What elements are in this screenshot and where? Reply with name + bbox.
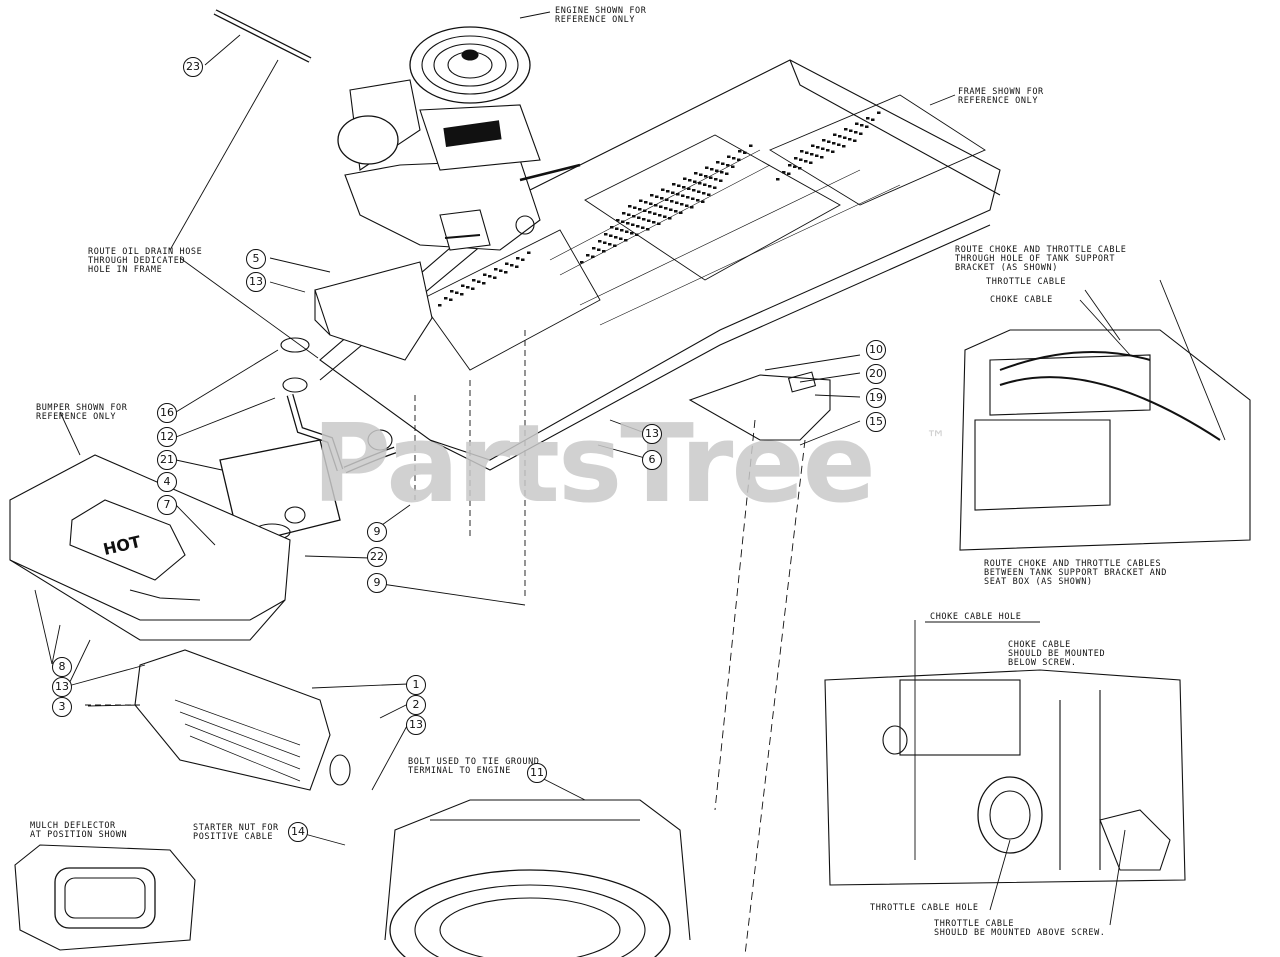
oil-drain-hose [213,9,312,63]
heat-shield-bracket [280,261,433,361]
note-route-cables-top: ROUTE CHOKE AND THROTTLE CABLE THROUGH H… [955,245,1127,273]
note-throttle-cable-hole: THROTTLE CABLE HOLE [870,903,979,913]
detail-cable-holes [824,669,1186,886]
detail-flywheel [384,799,691,957]
callout-13[interactable]: 13 [246,272,266,292]
callout-22[interactable]: 22 [367,547,387,567]
note-route-cables-bottom: ROUTE CHOKE AND THROTTLE CABLES BETWEEN … [984,559,1167,587]
callout-10[interactable]: 10 [866,340,886,360]
detail-mulch-deflector [14,844,196,951]
note-throttle-cable-top: THROTTLE CABLE [986,277,1067,287]
note-choke-cable-top: CHOKE CABLE [990,295,1053,305]
bumper-drawing [9,454,291,641]
note-frame-reference: FRAME SHOWN FOR REFERENCE ONLY [958,87,1044,106]
callout-12[interactable]: 12 [157,427,177,447]
note-choke-cable-hole: CHOKE CABLE HOLE [930,612,1022,622]
callout-16[interactable]: 16 [157,403,177,423]
callout-20[interactable]: 20 [866,364,886,384]
callout-11[interactable]: 11 [527,763,547,783]
note-oil-drain-hose: ROUTE OIL DRAIN HOSE THROUGH DEDICATED H… [88,247,203,275]
callout-3[interactable]: 3 [52,697,72,717]
control-bracket [688,354,861,441]
callout-8[interactable]: 8 [52,657,72,677]
callout-1[interactable]: 1 [406,675,426,695]
engine-drawing [337,26,581,251]
detail-cable-routing-top [959,310,1260,551]
note-engine-reference: ENGINE SHOWN FOR REFERENCE ONLY [555,6,647,25]
watermark: PartsTree [312,402,876,527]
note-starter-nut: STARTER NUT FOR POSITIVE CABLE [193,823,279,842]
callout-13-frame[interactable]: 13 [642,424,662,444]
callout-13-left[interactable]: 13 [52,677,72,697]
callout-21[interactable]: 21 [157,450,177,470]
callout-7[interactable]: 7 [157,495,177,515]
note-throttle-cable-mount: THROTTLE CABLE SHOULD BE MOUNTED ABOVE S… [934,919,1106,938]
frame-drawing [319,59,1001,471]
watermark-trademark: ™ [926,426,946,450]
callout-2[interactable]: 2 [406,695,426,715]
callout-9[interactable]: 9 [367,522,387,542]
callout-4[interactable]: 4 [157,472,177,492]
note-ground-bolt: BOLT USED TO TIE GROUND TERMINAL TO ENGI… [408,757,540,776]
callout-15[interactable]: 15 [866,412,886,432]
callout-23[interactable]: 23 [183,57,203,77]
note-mulch-deflector: MULCH DEFLECTOR AT POSITION SHOWN [30,821,128,840]
note-bumper-reference: BUMPER SHOWN FOR REFERENCE ONLY [36,403,128,422]
callout-14[interactable]: 14 [288,822,308,842]
frame-perforations [438,111,881,307]
callout-6[interactable]: 6 [642,450,662,470]
leader-lines [34,11,1226,956]
mulch-deflector-part [134,649,351,791]
callout-5[interactable]: 5 [246,249,266,269]
note-choke-cable-mount: CHOKE CABLE SHOULD BE MOUNTED BELOW SCRE… [1008,640,1106,668]
callout-19[interactable]: 19 [866,388,886,408]
callout-13-muffler[interactable]: 13 [406,715,426,735]
callout-9-lower[interactable]: 9 [367,573,387,593]
